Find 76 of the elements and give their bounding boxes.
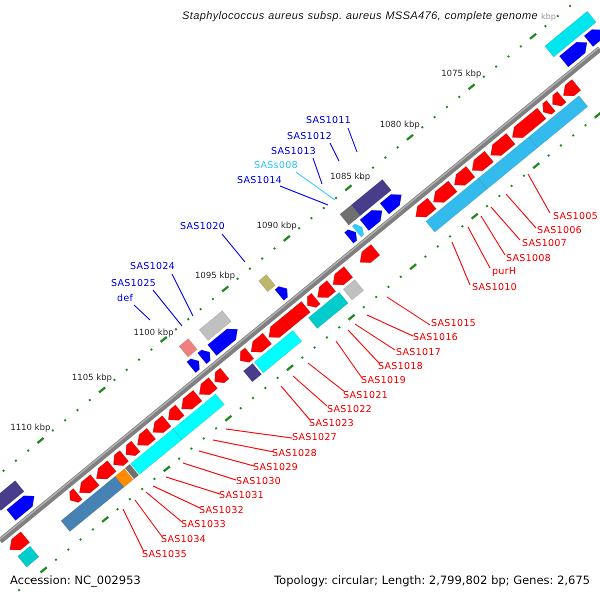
leader-line — [152, 486, 200, 508]
gene-label: SAS1021 — [343, 391, 388, 400]
footer-text: Topology: circular; Length: 2,799,802 bp; Genes: 2,675 — [274, 575, 590, 586]
gene-label: SAS1029 — [253, 463, 298, 472]
leader-line — [480, 216, 506, 256]
gene-label: SAS1006 — [537, 226, 582, 236]
gene-label: SAS1028 — [272, 449, 318, 458]
tick-label: 1105 kbp — [72, 373, 112, 382]
gene-label: SAS1018 — [378, 362, 424, 372]
leader-line — [452, 242, 470, 286]
leader-line — [226, 428, 292, 438]
gene-label: SAS1020 — [180, 222, 226, 232]
title: Staphylococcus aureus subsp. aureus MSSA476, complete genome — [182, 11, 538, 22]
leader-line — [386, 296, 430, 326]
tick-label: 1075 kbp — [441, 70, 482, 79]
gene-label: SAS1024 — [130, 262, 176, 272]
gene-label: SAS1017 — [396, 348, 442, 358]
tick-label: 1085 kbp — [330, 173, 370, 182]
leader-line — [198, 450, 254, 466]
gene-label: SASs008 — [254, 161, 298, 170]
leader-line — [182, 462, 236, 480]
gene-label: SAS1012 — [287, 132, 332, 142]
gene-label: SAS1023 — [309, 419, 354, 428]
gene-label: SAS1027 — [292, 433, 338, 442]
gene-label: SAS1033 — [181, 520, 226, 530]
gene-label: SAS1014 — [237, 176, 282, 186]
leader-line — [348, 330, 380, 364]
gene-label: SAS1005 — [553, 212, 598, 222]
leader-line — [366, 314, 414, 336]
tick-label: kbp — [541, 13, 556, 21]
leader-line — [354, 324, 396, 350]
leader-line — [172, 274, 194, 316]
leader-line — [336, 340, 362, 378]
leader-line — [222, 234, 246, 262]
tick-label: 1100 kbp — [133, 328, 174, 338]
tick-label: 1110 kbp — [10, 424, 50, 432]
footer-text: Accession: NC_002953 — [10, 575, 141, 586]
gene-label: SAS1031 — [219, 491, 264, 500]
gene-label: SAS1010 — [472, 283, 518, 292]
gene-label: SAS1016 — [413, 333, 458, 342]
leader-line — [122, 508, 144, 552]
leader-line — [134, 500, 164, 538]
gene-label: SAS1032 — [199, 506, 244, 516]
gene-label: SAS1034 — [161, 535, 206, 544]
leader-line — [312, 158, 322, 184]
gene-label: purH — [492, 267, 516, 276]
leader-line — [308, 362, 346, 392]
gene-label: SAS1030 — [236, 477, 282, 486]
leader-line — [134, 304, 150, 320]
leader-line — [528, 174, 550, 214]
leader-line — [348, 128, 358, 152]
gene-label: SAS1011 — [306, 116, 352, 126]
leader-line — [146, 492, 182, 522]
leader-line — [292, 376, 328, 406]
leader-line — [296, 172, 336, 200]
leader-line — [330, 142, 340, 162]
leader-line — [490, 206, 520, 240]
leader-line — [280, 386, 310, 420]
leader-line — [166, 476, 220, 494]
leader-line — [152, 290, 182, 326]
gene-label: SAS1035 — [142, 550, 188, 560]
leader-line — [468, 226, 490, 268]
gene-label: SAS1015 — [431, 319, 476, 328]
tick-label: 1095 kbp — [195, 272, 236, 281]
gene-label: SAS1022 — [327, 405, 372, 414]
gene-label: SAS1019 — [361, 376, 406, 386]
tick-label: 1090 kbp — [256, 222, 297, 230]
gene-label: SAS1013 — [271, 147, 316, 156]
leader-line — [506, 194, 536, 228]
gene-label: SAS1007 — [522, 239, 568, 248]
leader-line — [280, 186, 328, 206]
gene-label: def — [117, 294, 134, 304]
tick-label: 1080 kbp — [380, 120, 420, 130]
gene-label: SAS1008 — [506, 254, 552, 264]
gene-label: SAS1025 — [111, 279, 156, 288]
leader-line — [212, 440, 274, 452]
